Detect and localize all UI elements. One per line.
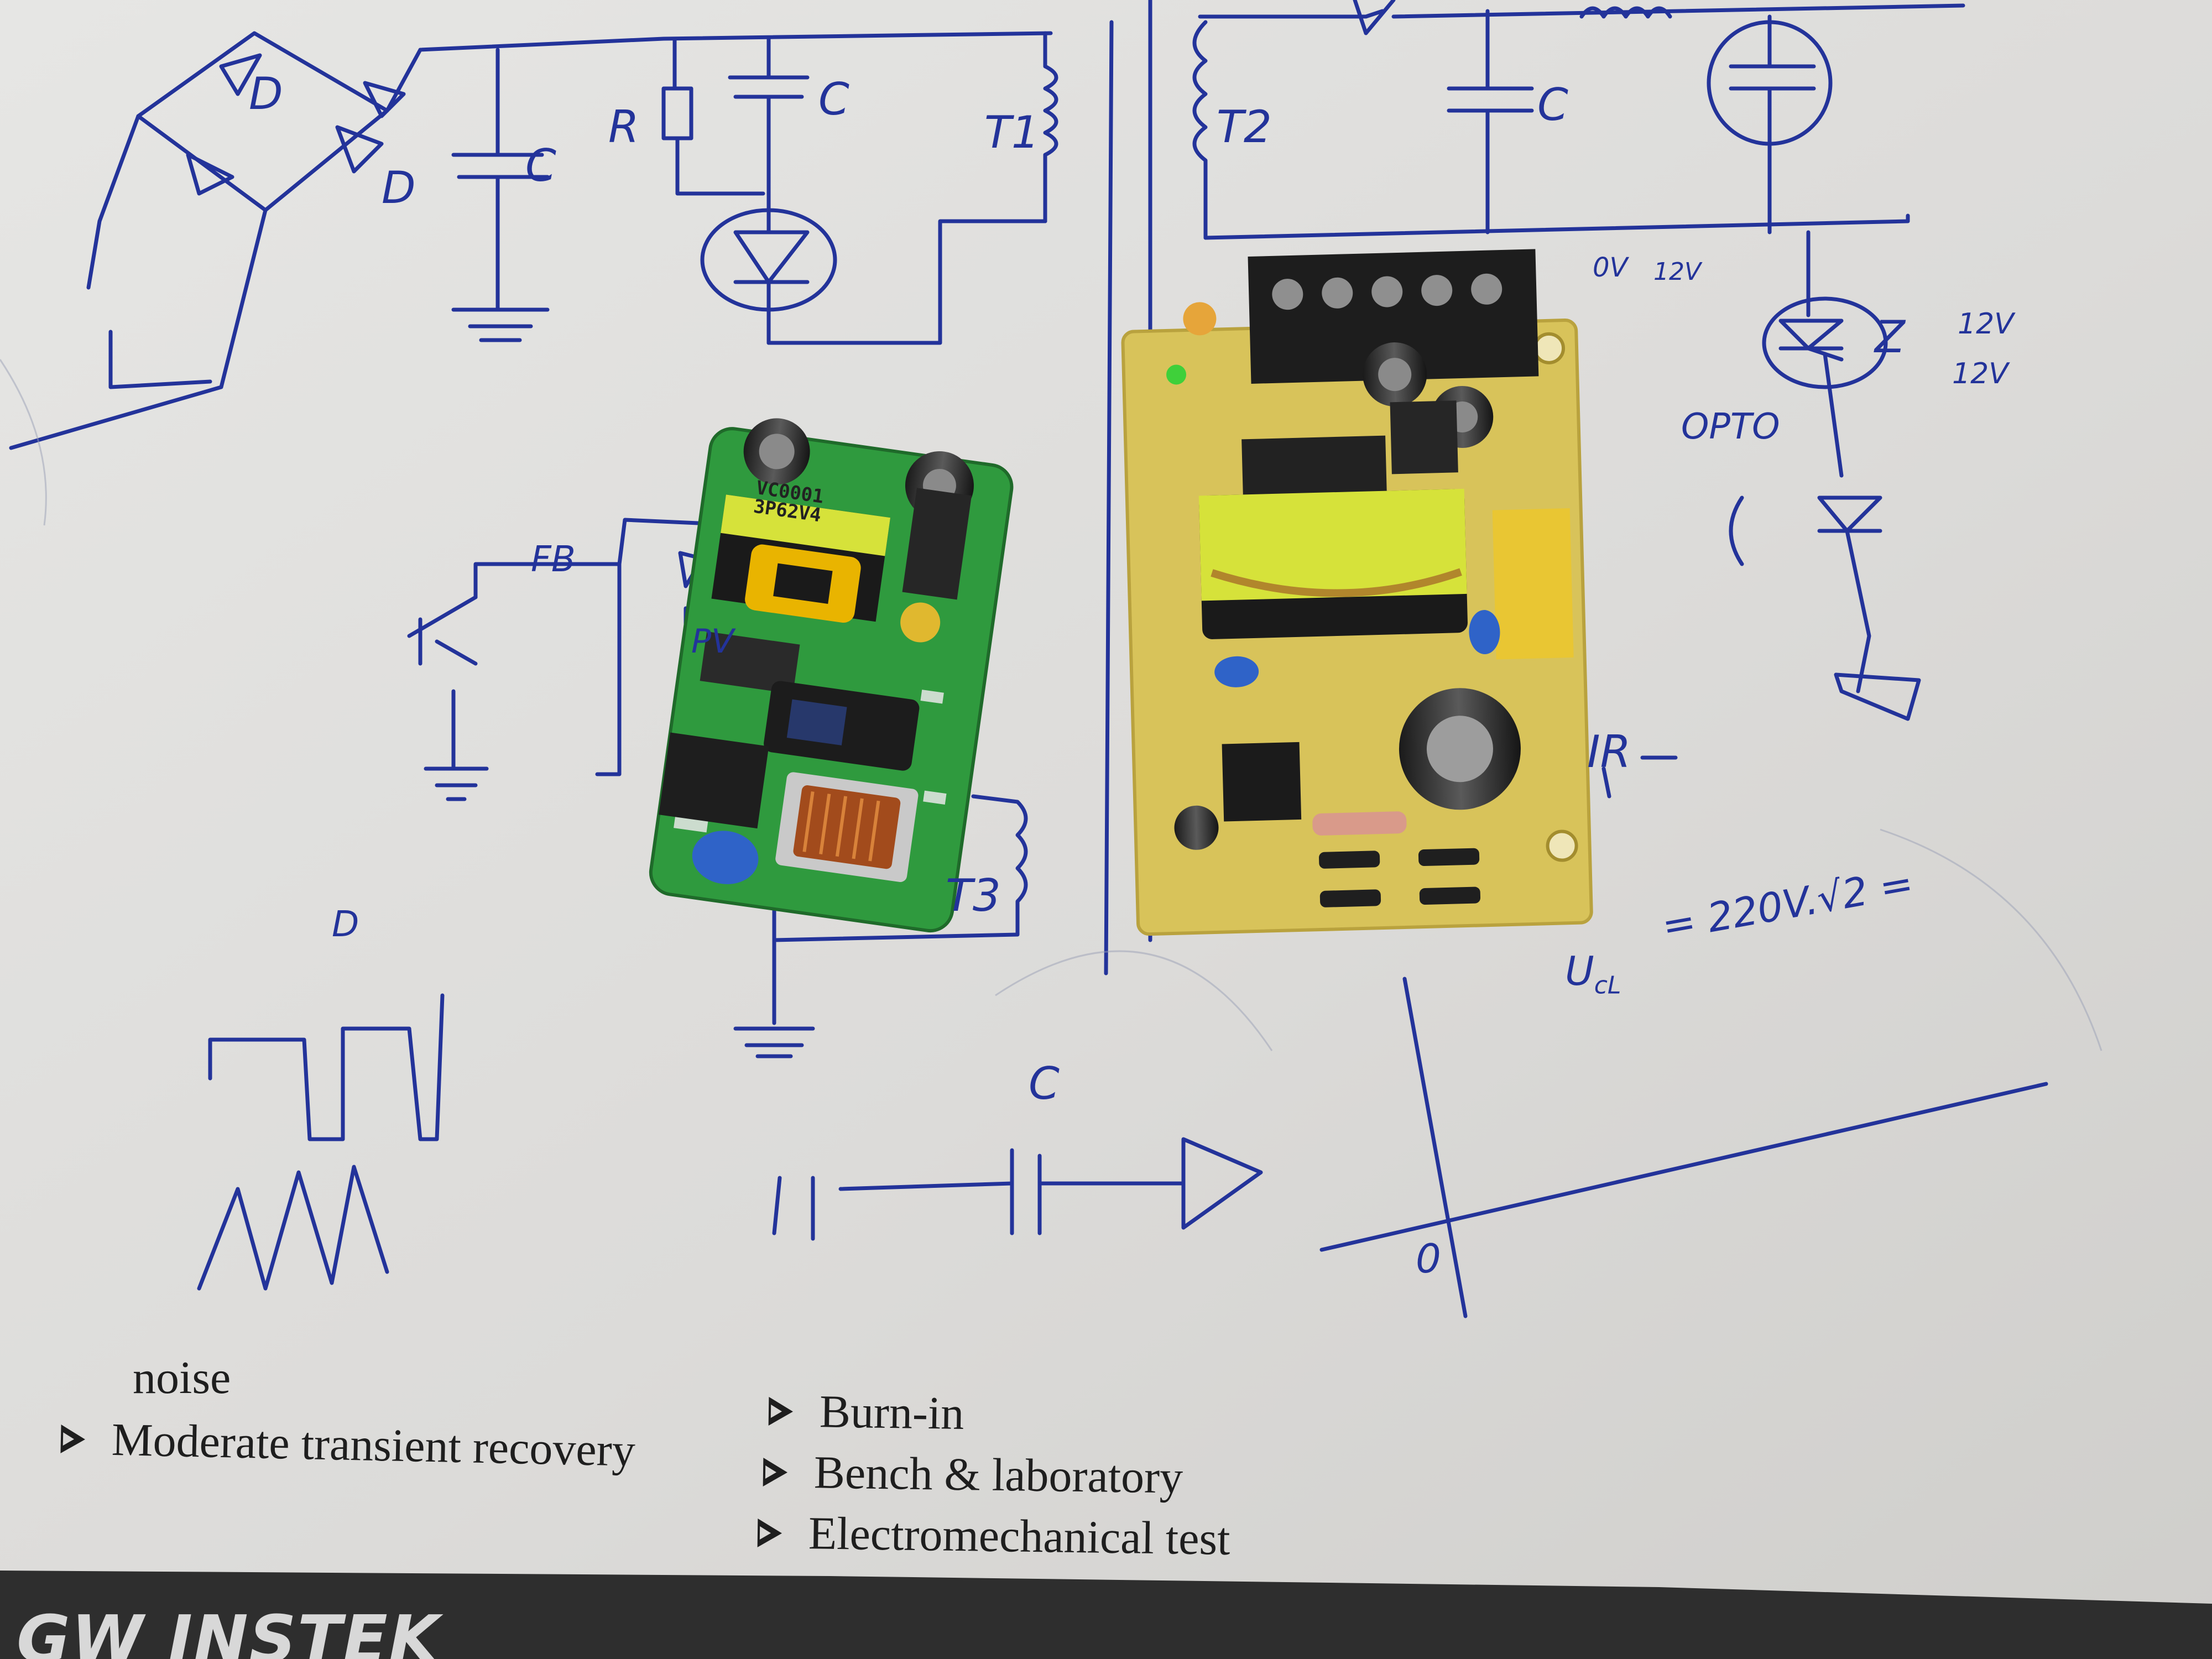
- bullet-left-0: Moderate transient recovery: [60, 1414, 636, 1477]
- label-d1: D: [249, 68, 283, 119]
- label-origin: 0: [1416, 1235, 1441, 1282]
- arrow-bullet-icon: [763, 1458, 788, 1487]
- schematic-ink: [9, 0, 2048, 1318]
- label-12v-b: 12V: [1952, 357, 2008, 390]
- label-12v-c: 12V: [1653, 258, 1702, 286]
- label-12v-a: 12V: [1958, 307, 2014, 341]
- label-t1: T1: [984, 107, 1040, 158]
- yellow-psu-board: [1121, 249, 1593, 936]
- label-0v: 0V: [1593, 252, 1628, 283]
- label-ucl: UcL: [1565, 948, 1621, 1000]
- bullet-right-0: Burn-in: [768, 1386, 964, 1439]
- label-ir: IR: [1587, 726, 1631, 778]
- bench-strip: [0, 1571, 2212, 1659]
- gw-instek-logo: GW INSTEK: [17, 1601, 441, 1659]
- label-fb: FB: [531, 539, 576, 580]
- arrow-bullet-icon: [757, 1519, 782, 1548]
- label-pv: PV: [691, 622, 734, 661]
- label-c-bottom: C: [1029, 1058, 1060, 1109]
- label-opto: OPTO: [1681, 406, 1780, 447]
- label-d2: D: [382, 162, 416, 213]
- bullet-right-2: Electromechanical test: [757, 1507, 1230, 1565]
- green-psu-board: [649, 418, 1014, 933]
- board-marking: VC0001 3P62V4: [752, 477, 826, 527]
- label-c-left: C: [525, 140, 556, 191]
- faint-arcs: [0, 359, 2103, 1051]
- bullet-right-1: Bench & laboratory: [763, 1447, 1183, 1504]
- label-t2: T2: [1217, 101, 1272, 153]
- label-z: Z: [1875, 311, 1905, 363]
- label-c-top: C: [818, 74, 849, 125]
- label-r: R: [608, 101, 639, 153]
- arrow-bullet-icon: [60, 1425, 86, 1454]
- arrow-bullet-icon: [768, 1397, 794, 1426]
- label-d-waves: D: [332, 904, 359, 945]
- bullet-noise: noise: [133, 1352, 231, 1404]
- label-t3: T3: [946, 870, 1001, 921]
- label-c-right: C: [1537, 79, 1568, 131]
